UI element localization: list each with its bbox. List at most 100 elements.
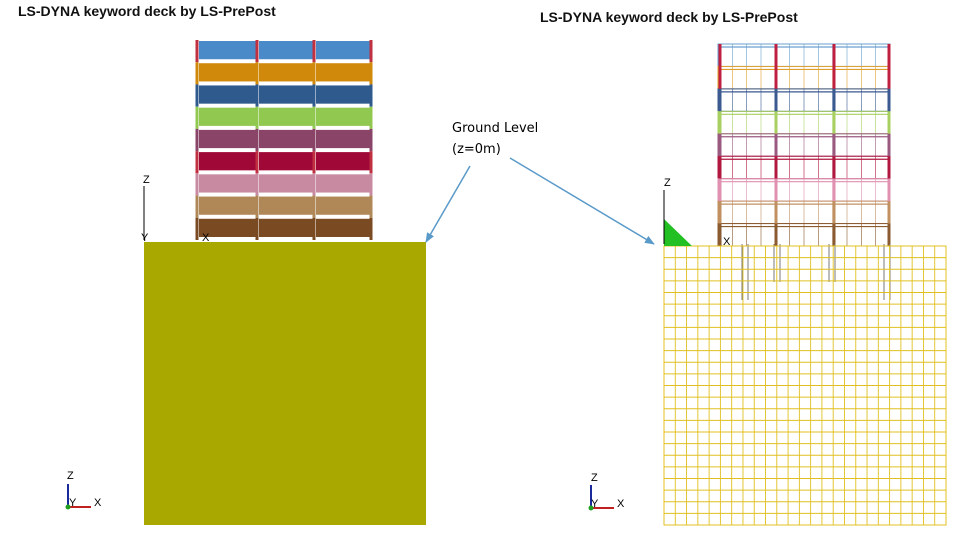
annotation-line1: Ground Level	[452, 121, 539, 136]
column-segment	[369, 195, 373, 218]
floor-panel	[199, 41, 256, 60]
column-segment	[195, 128, 199, 152]
column-wire	[887, 44, 891, 67]
column-wire	[718, 201, 722, 224]
left-local-z-label: Z	[143, 174, 150, 186]
floor-panel	[259, 85, 313, 104]
column-segment	[369, 217, 373, 240]
column-segment	[195, 151, 199, 174]
floor-panel	[259, 152, 313, 171]
column-wire	[774, 88, 778, 112]
column-wire	[774, 156, 778, 179]
column-wire	[774, 178, 778, 202]
floor-panel	[259, 196, 313, 215]
column-wire	[887, 223, 891, 246]
floor-panel	[199, 196, 256, 215]
left-building-model	[195, 40, 373, 240]
column-wire	[832, 156, 836, 179]
floor-panel	[199, 174, 256, 193]
column-wire	[774, 133, 778, 157]
column-segment	[195, 195, 199, 218]
column-wire	[774, 201, 778, 224]
floor-panel	[316, 152, 372, 171]
left-local-x-label: X	[202, 232, 210, 244]
column-segment	[195, 40, 199, 63]
column-segment	[255, 84, 259, 107]
right-building-wireframe	[717, 43, 891, 300]
floor-panel	[199, 152, 256, 171]
left-local-y-label: Y	[141, 232, 149, 244]
column-wire	[718, 88, 722, 112]
right-triad-x-label: X	[617, 498, 625, 510]
right-ground-mesh	[663, 245, 947, 526]
floor-panel	[259, 174, 313, 193]
column-wire	[774, 66, 778, 89]
right-triad-z-label: Z	[591, 472, 598, 484]
right-green-wedge	[664, 219, 692, 246]
column-segment	[255, 151, 259, 174]
column-segment	[312, 84, 316, 107]
floor-panel	[199, 218, 256, 237]
column-segment	[195, 217, 199, 240]
column-segment	[195, 62, 199, 85]
column-segment	[369, 173, 373, 196]
column-segment	[312, 106, 316, 129]
column-wire	[887, 133, 891, 157]
column-segment	[255, 128, 259, 152]
right-triad-origin	[588, 505, 594, 511]
left-ground-block	[144, 242, 426, 525]
floor-panel	[199, 129, 256, 149]
column-segment	[255, 40, 259, 63]
column-wire	[718, 156, 722, 179]
column-wire	[887, 66, 891, 89]
column-wire	[832, 44, 836, 67]
right-view-title: LS-DYNA keyword deck by LS-PrePost	[540, 9, 798, 25]
floor-panel	[259, 218, 313, 237]
floor-panel	[259, 63, 313, 82]
arrow-to-right-ground	[509, 157, 655, 245]
annotation-arrows	[425, 157, 655, 245]
left-triad-origin	[65, 504, 71, 510]
column-segment	[369, 106, 373, 129]
column-wire	[832, 111, 836, 134]
column-wire	[718, 223, 722, 246]
column-segment	[312, 62, 316, 85]
floor-panel	[316, 196, 372, 215]
floor-panel	[259, 41, 313, 60]
column-segment	[255, 195, 259, 218]
column-wire	[832, 133, 836, 157]
column-segment	[312, 173, 316, 196]
column-segment	[195, 84, 199, 107]
column-wire	[718, 111, 722, 134]
column-segment	[255, 106, 259, 129]
floor-panel	[259, 129, 313, 149]
floor-panel	[316, 218, 372, 237]
column-wire	[718, 133, 722, 157]
floor-panel	[316, 174, 372, 193]
column-segment	[195, 106, 199, 129]
right-triad-y-label: Y	[591, 498, 599, 510]
column-wire	[887, 156, 891, 179]
floor-panel	[316, 63, 372, 82]
column-segment	[312, 151, 316, 174]
right-local-z-label: Z	[664, 177, 671, 189]
left-triad-x-label: X	[94, 497, 102, 509]
column-wire	[832, 178, 836, 202]
left-view-title: LS-DYNA keyword deck by LS-PrePost	[18, 3, 276, 19]
column-segment	[312, 195, 316, 218]
column-segment	[369, 62, 373, 85]
column-segment	[369, 84, 373, 107]
axis-lines	[65, 186, 665, 511]
arrow-to-left-ground	[425, 165, 471, 243]
floor-panel	[199, 63, 256, 82]
column-segment	[255, 62, 259, 85]
left-triad-z-label: Z	[67, 470, 74, 482]
ground-level-annotation: Ground Level (z=0m)	[452, 118, 538, 160]
column-wire	[718, 66, 722, 89]
column-wire	[718, 44, 722, 67]
column-segment	[369, 40, 373, 63]
column-segment	[312, 128, 316, 152]
column-segment	[369, 151, 373, 174]
right-local-x-label: X	[723, 236, 731, 248]
